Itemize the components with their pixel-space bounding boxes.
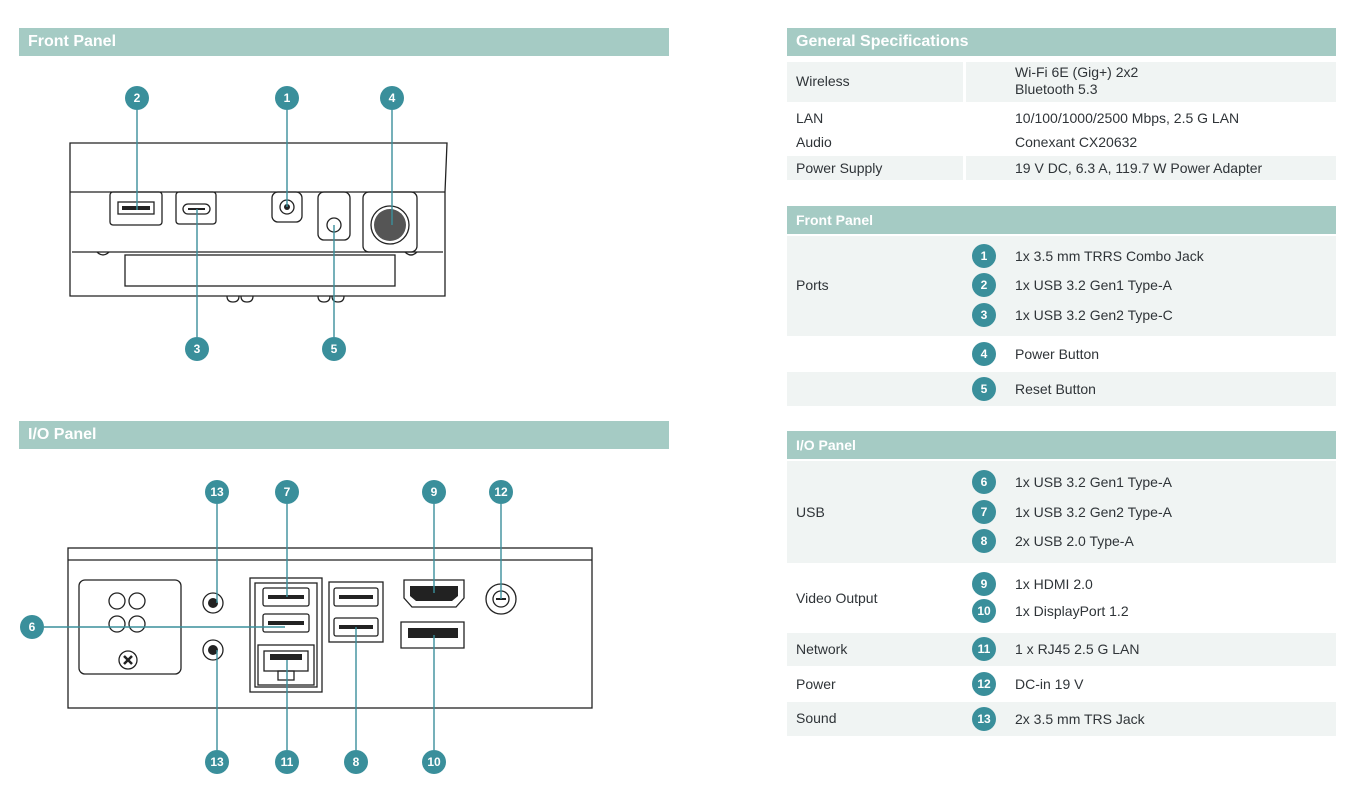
spec-label: Power Supply (796, 160, 883, 176)
callout-8: 8 (344, 750, 368, 774)
svg-text:7: 7 (284, 485, 291, 499)
spec-label: Video Output (796, 590, 878, 606)
front-panel-specs-heading: Front Panel (787, 206, 1336, 234)
svg-text:4: 4 (389, 91, 396, 105)
spec-label: Wireless (796, 73, 850, 89)
callout-13-top: 13 (205, 480, 229, 504)
svg-text:13: 13 (210, 755, 224, 769)
svg-text:9: 9 (431, 485, 438, 499)
callout-11: 11 (275, 750, 299, 774)
svg-text:13: 13 (210, 485, 224, 499)
general-specs-heading: General Specifications (787, 28, 1336, 56)
io-panel-specs-heading: I/O Panel (787, 431, 1336, 459)
front-panel-drawing: 2 1 4 3 5 (69, 86, 448, 361)
svg-text:12: 12 (494, 485, 508, 499)
svg-text:6: 6 (29, 620, 36, 634)
callout-3: 3 (185, 337, 209, 361)
callout-13-bottom: 13 (205, 750, 229, 774)
spec-label: Network (796, 641, 848, 657)
svg-text:11: 11 (281, 755, 294, 769)
spec-label: USB (796, 504, 825, 520)
svg-text:2: 2 (134, 91, 141, 105)
spec-row-audio: Audio Conexant CX20632 (787, 131, 1336, 155)
spec-label: LAN (796, 110, 824, 126)
spec-label: Audio (796, 134, 832, 150)
io-panel-drawing: 13 7 9 12 6 13 11 8 10 (20, 480, 593, 774)
spec-row-power-supply: Power Supply 19 V DC, 6.3 A, 119.7 W Pow… (787, 156, 1336, 180)
callout-2: 2 (125, 86, 149, 110)
spec-value: Conexant CX20632 (1015, 134, 1138, 150)
svg-text:5: 5 (331, 342, 338, 356)
callout-12: 12 (489, 480, 513, 504)
callout-6: 6 (20, 615, 44, 639)
spec-label: Ports (796, 277, 829, 293)
spec-label: Sound (796, 710, 837, 726)
spec-value: Wi-Fi 6E (Gig+) 2x2 (1015, 64, 1139, 80)
svg-text:8: 8 (353, 755, 360, 769)
spec-value: 10/100/1000/2500 Mbps, 2.5 G LAN (1015, 110, 1240, 126)
front-panel-heading: Front Panel (19, 28, 669, 56)
lan-row-shade (787, 106, 1336, 130)
svg-text:3: 3 (194, 342, 201, 356)
callout-1: 1 (275, 86, 299, 110)
callout-7: 7 (275, 480, 299, 504)
spec-row-lan: LAN 10/100/1000/2500 Mbps, 2.5 G LAN (787, 106, 1336, 130)
spec-value: Bluetooth 5.3 (1015, 81, 1098, 97)
callout-4: 4 (380, 86, 404, 110)
spec-value: 19 V DC, 6.3 A, 119.7 W Power Adapter (1015, 160, 1263, 176)
io-panel-heading: I/O Panel (19, 421, 669, 449)
spec-label: Power (796, 676, 836, 692)
spec-row-wireless: Wireless Wi-Fi 6E (Gig+) 2x2 Bluetooth 5… (787, 62, 1336, 102)
callout-5: 5 (322, 337, 346, 361)
callout-10: 10 (422, 750, 446, 774)
svg-text:10: 10 (427, 755, 441, 769)
callout-9: 9 (422, 480, 446, 504)
svg-text:1: 1 (284, 91, 291, 105)
